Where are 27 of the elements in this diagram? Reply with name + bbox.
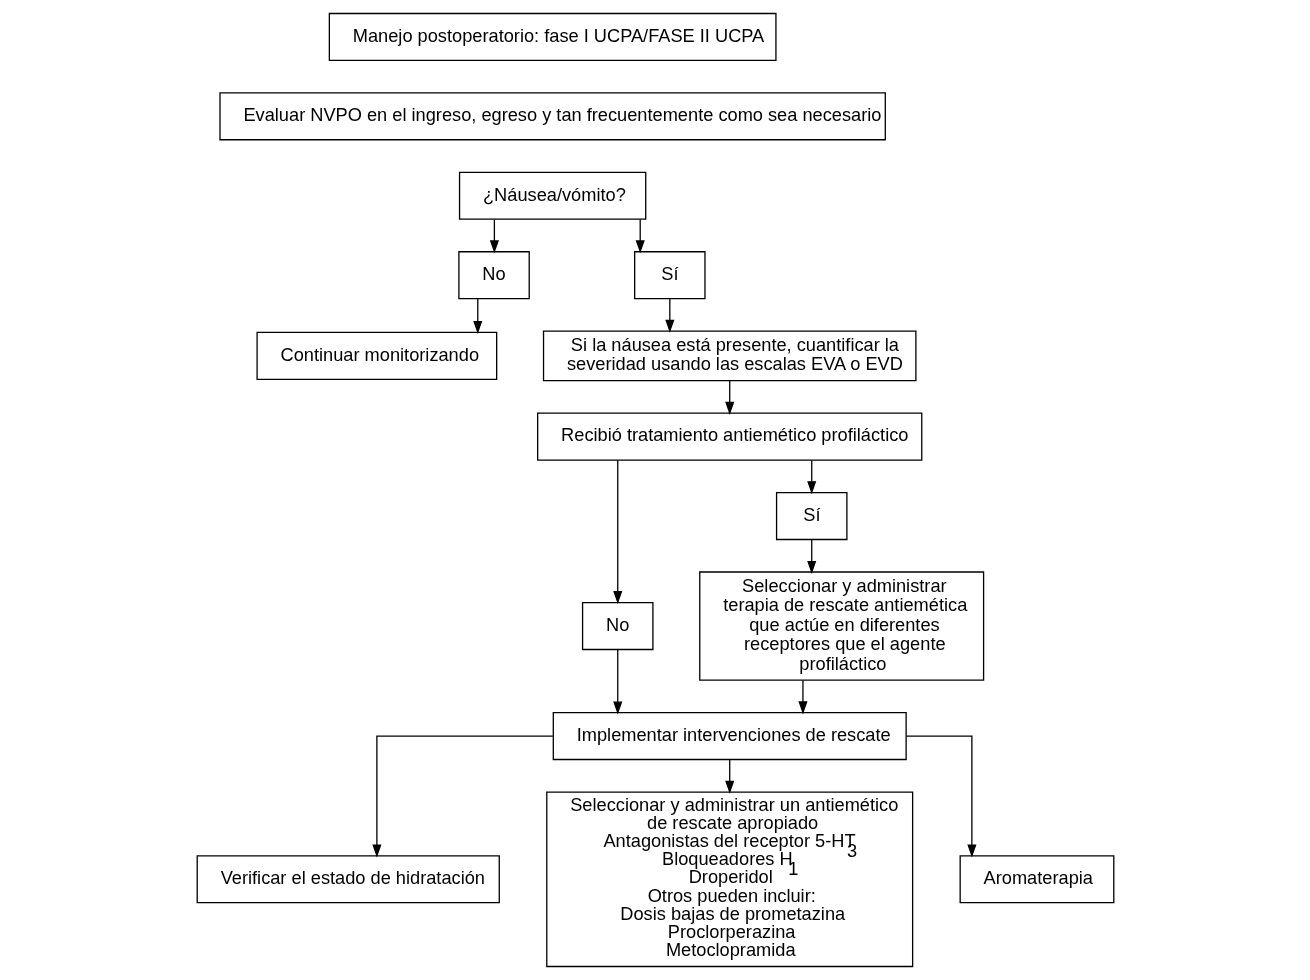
arrow: [371, 735, 553, 858]
node-box: Evaluar NVPO en el ingreso, egreso y tan frecuentemente como sea necesario: [218, 92, 886, 141]
arrow: [905, 735, 976, 858]
node-box: ¿Náusea/vómito?: [458, 171, 646, 220]
node-box: Recibió tratamiento antiemético profiláctico: [536, 412, 922, 461]
arrow: [612, 459, 622, 605]
node-box: Sí: [775, 491, 848, 541]
node-box: Si la náusea está presente, cuantificar la severidad usando las escalas EVA o EVD: [542, 330, 917, 382]
node-box: Seleccionar y administrar terapia de rescate antiemética que actúe en diferentes receptores que el agente profiláctico: [698, 571, 984, 681]
arrow: [664, 298, 674, 333]
node-box: Sí: [633, 251, 706, 300]
node-box: Verificar el estado de hidratación: [196, 855, 500, 904]
arrow: [635, 218, 645, 254]
arrow: [797, 679, 807, 715]
arrow: [472, 298, 482, 334]
node-box: Continuar monitorizando: [255, 331, 497, 380]
arrow: [724, 380, 734, 415]
arrow: [724, 759, 734, 794]
arrow: [489, 218, 499, 254]
node-box: No: [581, 601, 654, 651]
node-box: No: [457, 251, 530, 300]
arrow: [612, 649, 622, 715]
arrow: [806, 459, 816, 495]
arrow: [806, 539, 816, 574]
node-box: Implementar intervenciones de rescate: [552, 712, 907, 761]
node-box: Aromaterapia: [959, 855, 1114, 904]
node-box: Manejo postoperatorio: fase I UCPA/FASE II UCPA: [328, 12, 777, 61]
